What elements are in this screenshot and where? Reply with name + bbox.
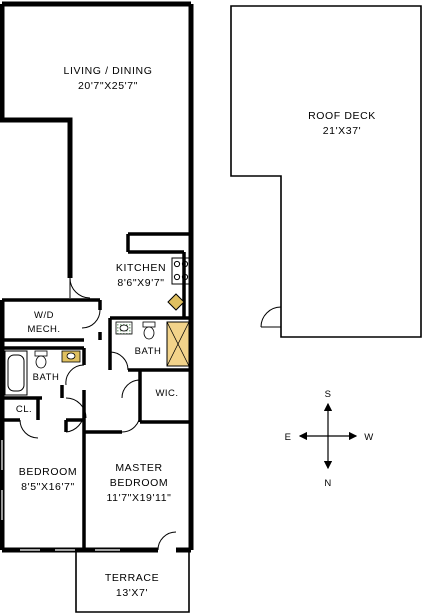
bathtub-icon (4, 350, 28, 396)
compass-e-label: E (285, 432, 292, 443)
master-sink-icon (115, 321, 133, 335)
compass-s-label: S (325, 389, 332, 400)
compass-icon (298, 402, 358, 470)
master-label: MASTER (115, 462, 162, 474)
compass-n-label: N (324, 478, 331, 489)
living-dining-dims: 20'7"X25'7" (78, 80, 138, 92)
stove-icon (171, 257, 191, 285)
roof-deck-dims: 21'X37' (323, 125, 362, 137)
master-bedroom-dims: 11'7"X19'11" (107, 492, 172, 504)
terrace-dims: 13'X7' (116, 587, 148, 599)
master-toilet-icon (142, 321, 156, 340)
left-toilet-icon (34, 350, 48, 369)
closet-label: CL. (16, 404, 32, 415)
roof-deck-door (260, 306, 282, 328)
kitchen-dims: 8'6"X9'7" (117, 277, 164, 289)
doors (19, 277, 177, 551)
master-bedroom-label: BEDROOM (110, 477, 168, 489)
roof-deck-label: ROOF DECK (308, 110, 376, 122)
bedroom-label: BEDROOM (19, 466, 77, 478)
left-sink-icon (61, 350, 81, 363)
master-bath-label: BATH (135, 346, 162, 357)
bedroom-dims: 8'5"X16'7" (21, 481, 75, 493)
mech-label: MECH. (27, 324, 60, 335)
master-shower-icon (166, 321, 190, 367)
kitchen-sink-icon (167, 293, 185, 311)
wd-label: W/D (34, 310, 54, 321)
wic-label: WIC. (155, 388, 178, 399)
living-dining-label: LIVING / DINING (64, 65, 153, 77)
terrace-outline (75, 550, 190, 613)
compass-w-label: W (364, 432, 373, 443)
left-bath-label: BATH (33, 372, 60, 383)
roof-deck-outline (230, 5, 422, 338)
terrace-label: TERRACE (105, 572, 159, 584)
kitchen-label: KITCHEN (116, 262, 166, 274)
